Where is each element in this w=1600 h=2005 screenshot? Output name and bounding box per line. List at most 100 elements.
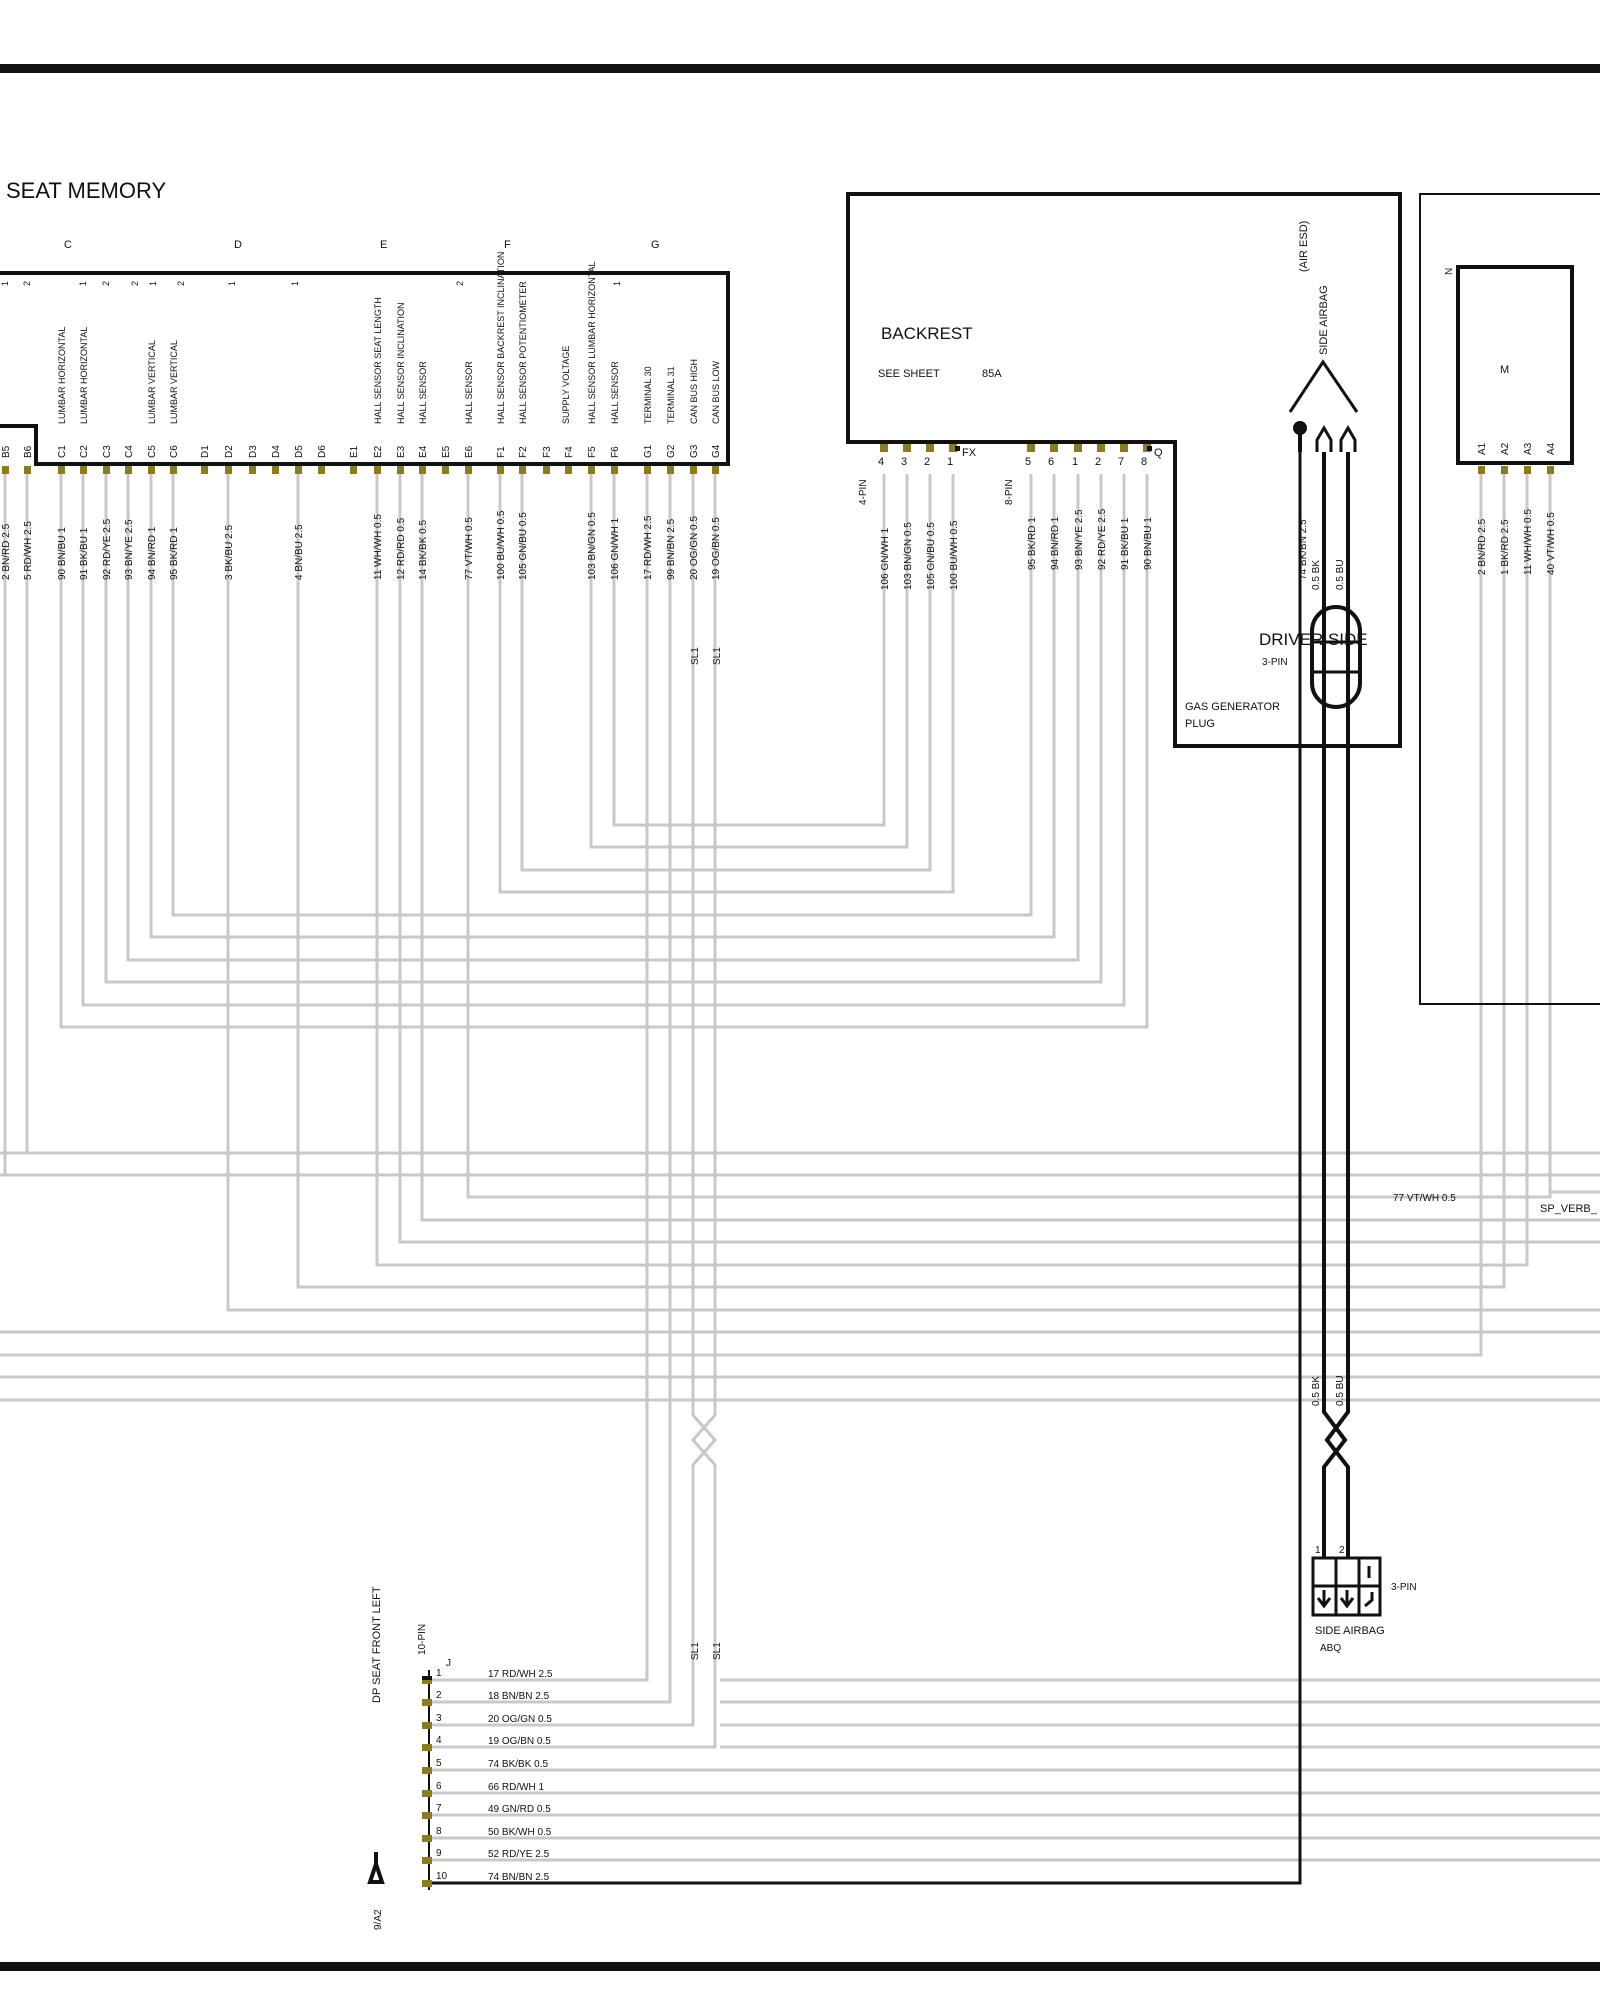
dp-wire-label: 18 BN/BN 2.5 — [488, 1691, 550, 1702]
backrest-pin-terminal — [880, 444, 888, 452]
seat-memory-pin-label: D2 — [224, 445, 235, 458]
seat-memory-top-number: 2 — [22, 281, 32, 286]
seat-memory-pin-terminal — [249, 466, 256, 474]
seat-memory-function-label: HALL SENSOR POTENTIOMETER — [518, 281, 528, 424]
airbag-wire-74: 74 BK/BN 2.5 — [1298, 519, 1309, 580]
airbag-wire-bk-bottom: 0.5 BK — [1311, 1376, 1322, 1406]
airbag-harness-bk — [1322, 452, 1348, 1570]
seat-memory-function-label: HALL SENSOR BACKREST INCLINATION — [496, 252, 506, 424]
seat-memory-top-number: 2 — [176, 281, 186, 286]
motor-wire-label: 11 WH/WH 0.5 — [1523, 509, 1534, 575]
seat-memory-group-letter: D — [234, 239, 242, 251]
backrest-8pin-number: 6 — [1048, 456, 1054, 468]
backrest-fx-label: FX — [962, 447, 977, 459]
pin-head-ground — [1293, 421, 1307, 435]
driver-side-label: DRIVER SIDE — [1259, 630, 1368, 649]
motor-pin-label: A1 — [1477, 442, 1488, 455]
seat-memory-wire-label: 2 BN/RD 2.5 — [1, 523, 12, 580]
wire — [126, 474, 1080, 962]
seat-memory-title: SEAT MEMORY — [6, 178, 166, 203]
backrest-8pin-number: 7 — [1118, 456, 1124, 468]
backrest-8pin-number: 8 — [1141, 456, 1147, 468]
seat-memory-pin-terminal — [588, 466, 595, 474]
abq-pin-arrow-2 — [1339, 1590, 1355, 1609]
dp-wire-label: 74 BK/BK 0.5 — [488, 1759, 548, 1770]
backrest-pin-terminal — [1120, 444, 1128, 452]
backrest-see-sheet: SEE SHEET — [878, 368, 940, 380]
seat-memory-pin-label: E6 — [464, 445, 475, 458]
backrest-sheet-number: 85A — [982, 368, 1002, 380]
seat-memory-pin-label: C1 — [57, 445, 68, 458]
dp-connector-name: DP SEAT FRONT LEFT — [371, 1586, 383, 1703]
dp-wire-label: 19 OG/BN 0.5 — [488, 1736, 551, 1747]
seat-memory-pin-terminal — [397, 466, 404, 474]
abq-pin-1: 1 — [1315, 1545, 1321, 1556]
motor-n-label: N — [1444, 268, 1455, 275]
seat-memory-pin-label: C4 — [124, 445, 135, 458]
airbag-side-airbag-label: SIDE AIRBAG — [1318, 285, 1330, 355]
seat-memory-pin-terminal — [201, 466, 208, 474]
seat-memory-function-label: TERMINAL 30 — [643, 366, 653, 424]
seat-memory-pin-label: F3 — [542, 446, 553, 458]
dp-wire-label: 52 RD/YE 2.5 — [488, 1849, 550, 1860]
seat-memory-top-number: 2 — [455, 281, 465, 286]
seat-memory-function-label: CAN BUS HIGH — [689, 359, 699, 424]
seat-memory-top-number: 1 — [148, 281, 158, 286]
backrest-wire-label: 100 BU/WH 0.5 — [949, 520, 960, 590]
dp-pin-terminal — [422, 1812, 432, 1819]
seat-memory-pin-label: E4 — [418, 445, 429, 458]
seat-memory-pin-label: F4 — [564, 446, 575, 458]
seat-memory-pin-terminal — [374, 466, 381, 474]
bottom-border-bar — [0, 1962, 1600, 1971]
backrest-4pin-label: 4-PIN — [858, 479, 869, 505]
wire — [296, 474, 1506, 1289]
seat-memory-function-label: HALL SENSOR SEAT LENGTH — [373, 297, 383, 424]
backrest-wire-label: 95 BK/RD 1 — [1027, 517, 1038, 570]
dp-pin-number: 3 — [436, 1713, 442, 1724]
dp-connector-wire-labels: 17 RD/WH 2.518 BN/BN 2.520 OG/GN 0.519 O… — [488, 1669, 553, 1883]
backrest-pin-terminal — [1074, 444, 1082, 452]
airbag-symbol — [1288, 359, 1359, 413]
seat-memory-wire-label: 100 BU/WH 0.5 — [496, 510, 507, 580]
seat-memory-wire-label: 11 WH/WH 0.5 — [373, 514, 384, 580]
motor-pin-label: A4 — [1546, 442, 1557, 455]
backrest-wire-label: 91 BK/BU 1 — [1120, 517, 1131, 570]
seat-memory-pin-label: D3 — [248, 445, 259, 458]
backrest-pin-terminal — [926, 444, 934, 452]
seat-memory-wire-label: 12 RD/RD 0.5 — [396, 517, 407, 580]
wire-harness — [0, 474, 1600, 1862]
airbag-ground-wire — [430, 452, 1302, 1885]
seat-memory-pin-terminal — [125, 466, 132, 474]
dp-pin-number: 5 — [436, 1758, 442, 1769]
seat-memory-pin-terminal — [419, 466, 426, 474]
dp-pin-number: 8 — [436, 1826, 442, 1837]
dp-ground-symbol — [367, 1852, 385, 1884]
seat-memory-pin-label: F1 — [496, 446, 507, 458]
motor-pin-label: A3 — [1523, 442, 1534, 455]
dp-wire-label: 17 RD/WH 2.5 — [488, 1669, 553, 1680]
seat-memory-top-number: 1 — [78, 281, 88, 286]
seat-memory-top-number: 2 — [130, 281, 140, 286]
wire — [0, 474, 1483, 1357]
seat-memory-pin-terminal — [170, 466, 177, 474]
seat-memory-pin-terminal — [148, 466, 155, 474]
seat-memory-pin-label: F2 — [518, 446, 529, 458]
seat-memory-pin-terminal — [24, 466, 31, 474]
seat-memory-wire-label: 4 BN/BU 2.5 — [294, 524, 305, 580]
harness-sleeve — [1310, 605, 1362, 709]
backrest-wire-label: 103 BN/GN 0.5 — [903, 522, 914, 590]
motor-pin-label: A2 — [1500, 442, 1511, 455]
backrest-wire-label: 90 BN/BU 1 — [1143, 517, 1154, 570]
seat-memory-pin-terminal — [644, 466, 651, 474]
seat-memory-wire-label: 94 BN/RD 1 — [147, 526, 158, 580]
seat-memory-pin-terminal — [103, 466, 110, 474]
backrest-pin-terminal — [903, 444, 911, 452]
gas-generator-plug: PLUG — [1185, 718, 1215, 730]
backrest-8pin-number: 1 — [1072, 456, 1078, 468]
dp-pin-number: 1 — [436, 1668, 442, 1679]
seat-memory-wire-label: 103 BN/GN 0.5 — [587, 512, 598, 580]
